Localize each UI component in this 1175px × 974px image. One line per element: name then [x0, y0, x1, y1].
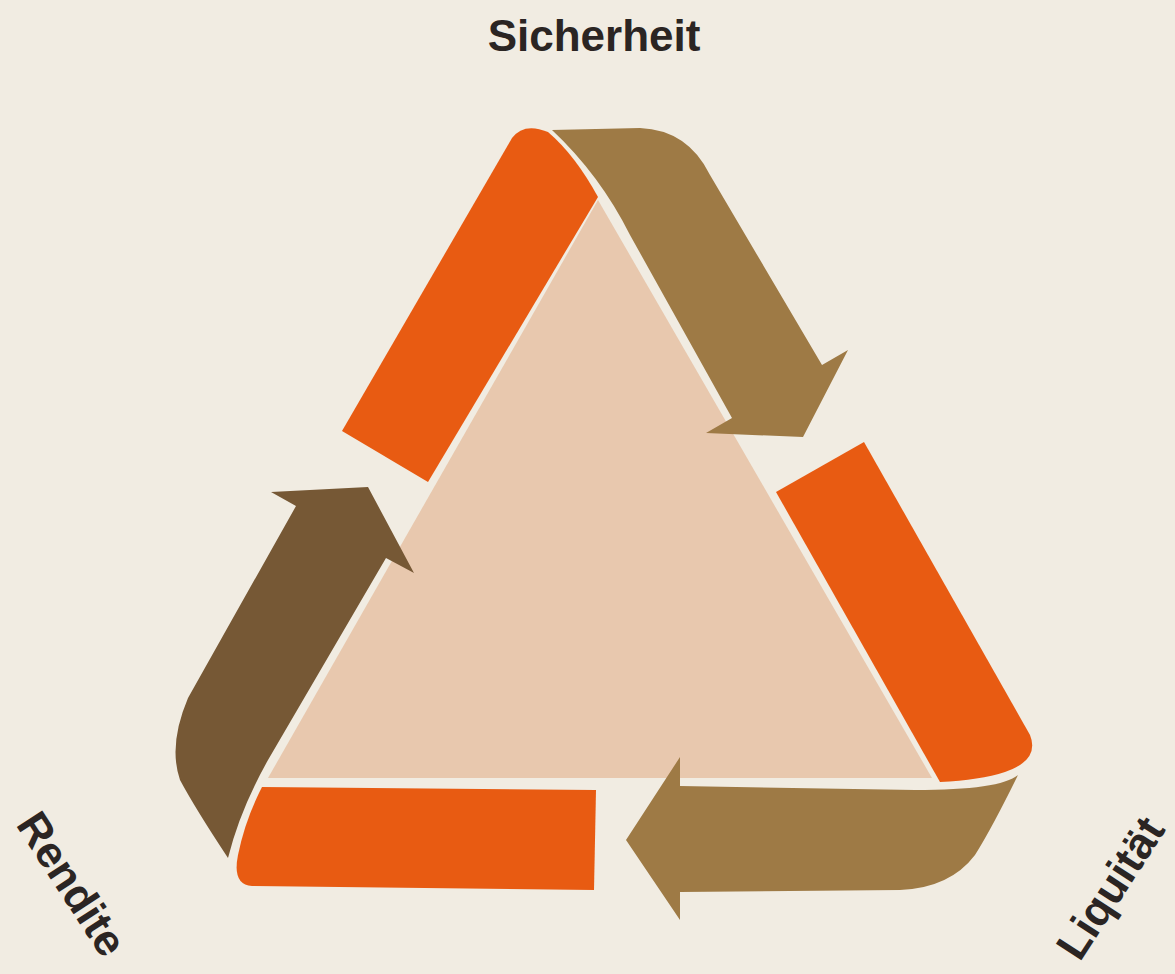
corner-label: Rendite	[10, 804, 135, 963]
brown-arrow	[552, 128, 848, 437]
corner-label: Liquität	[1048, 809, 1171, 966]
dark-brown-arrow	[176, 487, 415, 858]
orange-band	[342, 128, 598, 482]
orange-band	[776, 442, 1032, 782]
brown-arrow	[626, 757, 1018, 920]
orange-band	[237, 787, 596, 890]
corner-label: Sicherheit	[488, 14, 701, 58]
